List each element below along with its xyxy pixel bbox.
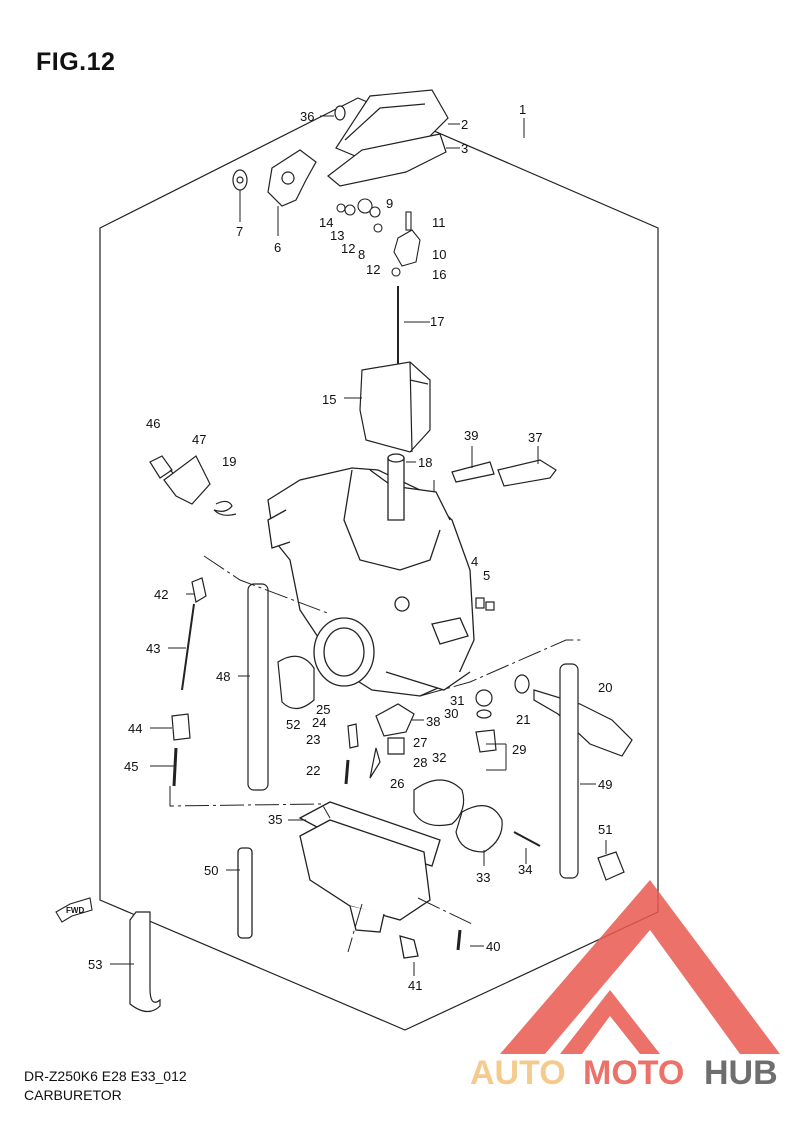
fwd-label: FWD xyxy=(66,906,84,915)
model-code: DR-Z250K6 E28 E33_012 xyxy=(24,1068,187,1084)
diagram-caption: CARBURETOR xyxy=(24,1087,122,1103)
float-bowl xyxy=(237,801,462,959)
callout-41: 41 xyxy=(408,978,422,993)
callout-34: 34 xyxy=(518,862,532,877)
throttle-slide xyxy=(359,361,431,453)
callout-1: 1 xyxy=(519,102,526,117)
callout-13: 13 xyxy=(330,228,344,243)
callout-43: 43 xyxy=(146,641,160,656)
callout-12a: 12 xyxy=(341,241,355,256)
callout-3: 3 xyxy=(461,141,468,156)
carburetor-body xyxy=(267,453,475,697)
callout-39: 39 xyxy=(464,428,478,443)
callout-2: 2 xyxy=(461,117,468,132)
callout-35: 35 xyxy=(268,812,282,827)
callout-8: 8 xyxy=(358,247,365,262)
throttle-hardware xyxy=(336,198,421,368)
part-callouts: 1 2 3 4 5 6 7 8 9 10 11 12 12 13 14 15 1… xyxy=(88,102,612,993)
callout-29: 29 xyxy=(512,742,526,757)
watermark-text-auto: AUTO xyxy=(470,1054,566,1092)
callout-48: 48 xyxy=(216,669,230,684)
callout-46: 46 xyxy=(146,416,160,431)
callout-36: 36 xyxy=(300,109,314,124)
bracket-53 xyxy=(129,911,161,1013)
callout-49: 49 xyxy=(598,777,612,792)
callout-16: 16 xyxy=(432,267,446,282)
callout-23: 23 xyxy=(306,732,320,747)
callout-27: 27 xyxy=(413,735,427,750)
callout-51: 51 xyxy=(598,822,612,837)
watermark-text-moto: MOTO xyxy=(583,1054,684,1092)
callout-31: 31 xyxy=(450,693,464,708)
callout-37: 37 xyxy=(528,430,542,445)
callout-25: 25 xyxy=(316,702,330,717)
callout-18: 18 xyxy=(418,455,432,470)
callout-45: 45 xyxy=(124,759,138,774)
lower-middle-parts xyxy=(344,689,541,853)
callout-20: 20 xyxy=(598,680,612,695)
leader-lines xyxy=(110,115,607,976)
callout-15: 15 xyxy=(322,392,336,407)
callout-40: 40 xyxy=(486,939,500,954)
callout-32: 32 xyxy=(432,750,446,765)
callout-10: 10 xyxy=(432,247,446,262)
callout-14: 14 xyxy=(319,215,333,230)
callout-7: 7 xyxy=(236,224,243,239)
callout-30: 30 xyxy=(444,706,458,721)
callout-26: 26 xyxy=(390,776,404,791)
callout-6: 6 xyxy=(274,240,281,255)
callout-9: 9 xyxy=(386,196,393,211)
callout-24: 24 xyxy=(312,715,326,730)
callout-38: 38 xyxy=(426,714,440,729)
left-side-parts xyxy=(149,455,315,791)
fwd-arrow-icon: FWD xyxy=(55,897,93,923)
callout-12b: 12 xyxy=(366,262,380,277)
callout-44: 44 xyxy=(128,721,142,736)
callout-53: 53 xyxy=(88,957,102,972)
callout-21: 21 xyxy=(516,712,530,727)
watermark-triangle-outer xyxy=(500,880,780,1054)
watermark-logo: AUTO MOTO HUB xyxy=(470,880,780,1092)
callout-4: 4 xyxy=(471,554,478,569)
callout-22: 22 xyxy=(306,763,320,778)
callout-50: 50 xyxy=(204,863,218,878)
callout-33: 33 xyxy=(476,870,490,885)
top-cover-assembly xyxy=(232,89,449,207)
callout-17: 17 xyxy=(430,314,444,329)
callout-19: 19 xyxy=(222,454,236,469)
callout-28: 28 xyxy=(413,755,427,770)
watermark-text-hub: HUB xyxy=(704,1054,778,1092)
callout-52: 52 xyxy=(286,717,300,732)
callout-47: 47 xyxy=(192,432,206,447)
assembly-guide-lines xyxy=(169,480,584,953)
watermark-triangle-inner xyxy=(560,990,660,1054)
right-side-parts xyxy=(451,459,633,881)
figure-title: FIG.12 xyxy=(36,48,116,76)
callout-11: 11 xyxy=(432,215,446,230)
callout-42: 42 xyxy=(154,587,168,602)
callout-5: 5 xyxy=(483,568,490,583)
